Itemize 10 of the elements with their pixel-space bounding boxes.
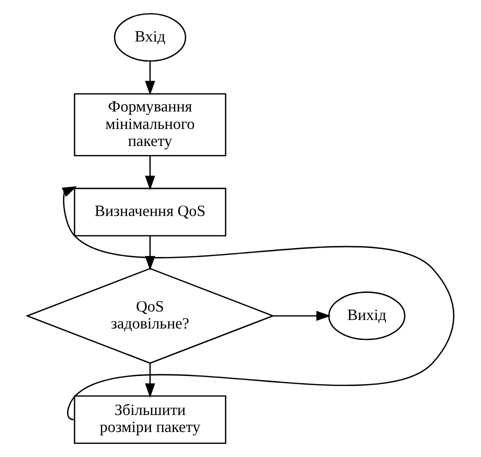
arrow [145, 364, 156, 398]
node-box: Формування мінімального пакету [74, 93, 226, 156]
arrow [273, 310, 331, 321]
node-ellipse: Вхід [114, 13, 186, 62]
node-ellipse: Вихід [328, 292, 406, 340]
node-box: Збільшити розміри пакету [74, 395, 226, 444]
arrow [145, 156, 156, 190]
node-box: Визначення QoS [74, 188, 226, 236]
arrow [145, 61, 156, 96]
node-diamond: QoS задовільне? [25, 268, 275, 364]
